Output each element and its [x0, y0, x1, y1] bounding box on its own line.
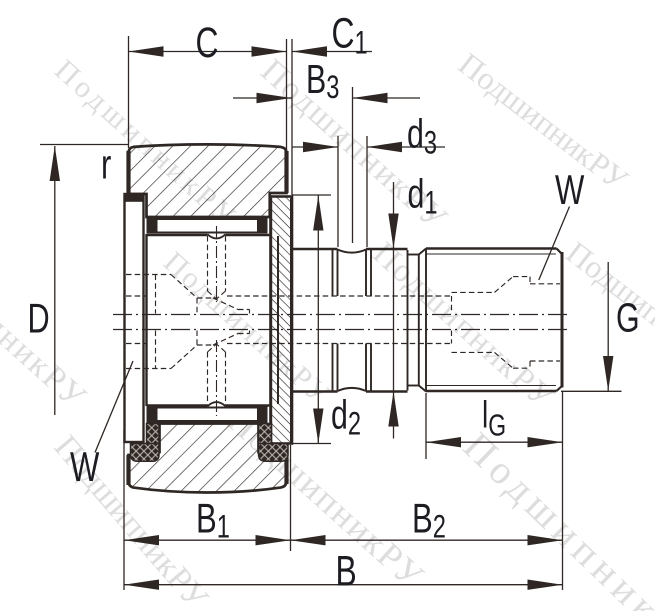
svg-text:G: G: [616, 294, 640, 341]
svg-text:D: D: [28, 295, 50, 342]
svg-text:B3: B3: [306, 55, 339, 104]
svg-text:B2: B2: [412, 495, 446, 544]
svg-text:W: W: [555, 166, 584, 213]
svg-text:C: C: [196, 19, 219, 67]
svg-text:B: B: [336, 548, 357, 596]
svg-text:r: r: [101, 141, 111, 188]
svg-text:W: W: [70, 443, 99, 490]
